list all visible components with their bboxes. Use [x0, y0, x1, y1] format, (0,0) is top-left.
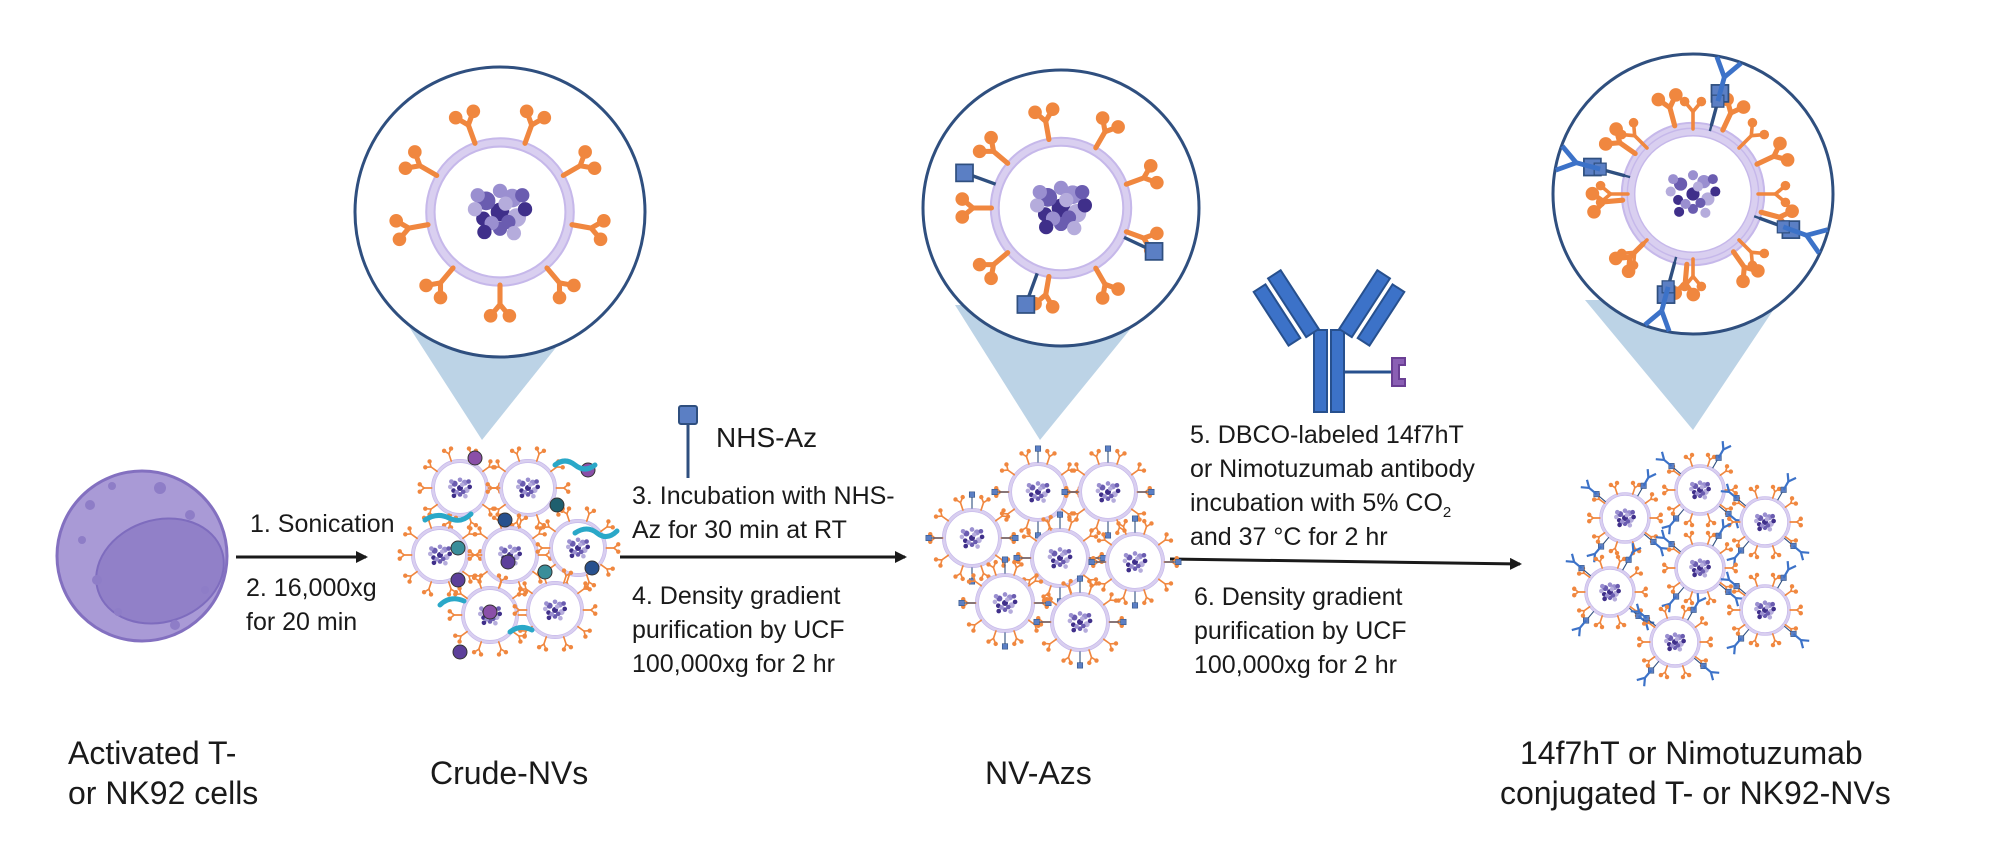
arrow-step5	[1169, 557, 1522, 570]
step5-text-3-main: incubation with 5% CO	[1190, 489, 1443, 517]
label-final-2: conjugated T- or NK92-NVs	[1500, 775, 1891, 811]
nhs-az-icon	[678, 405, 698, 478]
zoom-circle-conjugated-nv	[1551, 52, 1835, 336]
step5-text-2: or Nimotuzumab antibody	[1190, 455, 1475, 483]
zoom-circle-crude-nv	[353, 65, 647, 359]
step5-text-1: 5. DBCO-labeled 14f7hT	[1190, 421, 1464, 449]
step6-text-3: 100,000xg for 2 hr	[1194, 651, 1397, 679]
label-nv-azs: NV-Azs	[985, 755, 1092, 791]
dbco-antibody-icon	[1252, 268, 1406, 413]
label-activated-cells-2: or NK92 cells	[68, 775, 259, 811]
zoom-cone-final	[1585, 300, 1780, 430]
step6-text-1: 6. Density gradient	[1194, 583, 1403, 611]
label-activated-cells-1: Activated T-	[68, 735, 237, 771]
step2-text-1: 2. 16,000xg	[246, 574, 377, 602]
activated-cell-icon	[55, 469, 229, 643]
step4-text-3: 100,000xg for 2 hr	[632, 650, 835, 678]
crude-nv-cluster	[397, 446, 621, 660]
step5-text-3-sub: 2	[1442, 504, 1452, 521]
step4-text-2: purification by UCF	[632, 616, 845, 644]
conjugated-nv-cluster	[1565, 441, 1810, 687]
step1-text: 1. Sonication	[250, 510, 395, 538]
step3-text-2: Az for 30 min at RT	[632, 516, 847, 544]
step6-text-2: purification by UCF	[1194, 617, 1407, 645]
step2-text-2: for 20 min	[246, 608, 358, 636]
step3-text-1: 3. Incubation with NHS-	[632, 482, 895, 510]
nhs-az-label: NHS-Az	[716, 422, 818, 453]
step4-text-1: 4. Density gradient	[632, 582, 841, 610]
nv-az-cluster	[925, 445, 1182, 669]
step5-text-3: incubation with 5% CO2	[1190, 486, 1451, 520]
step5-text-4: and 37 °C for 2 hr	[1190, 523, 1388, 551]
zoom-circle-nv-az	[921, 68, 1201, 348]
label-crude-nvs: Crude-NVs	[430, 755, 589, 791]
label-final-1: 14f7hT or Nimotuzumab	[1520, 735, 1863, 771]
